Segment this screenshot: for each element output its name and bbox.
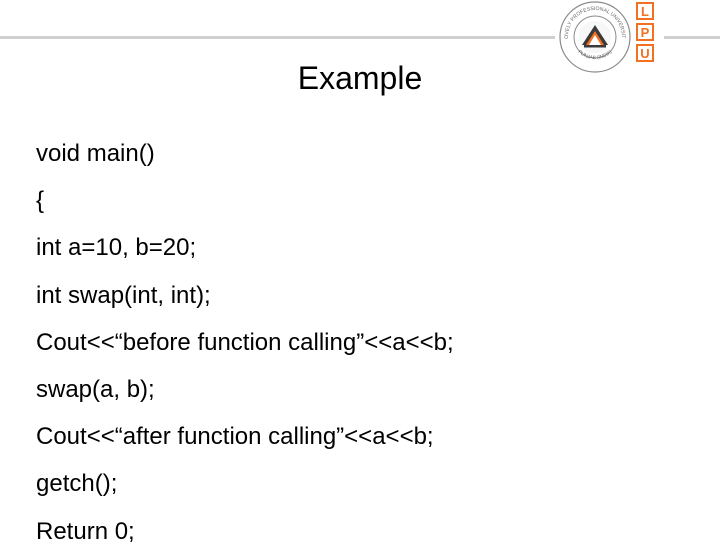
- seal-emblem: [579, 21, 611, 53]
- lpu-letter-u: U: [636, 44, 654, 62]
- code-line: Cout<<“after function calling”<<a<<b;: [36, 423, 434, 451]
- header-rule-right: [664, 36, 720, 39]
- code-line: getch();: [36, 470, 118, 498]
- code-line: swap(a, b);: [36, 375, 155, 403]
- code-line: Cout<<“before function calling”<<a<<b;: [36, 328, 454, 356]
- slide-title-container: Example: [0, 60, 720, 97]
- code-line: int swap(int, int);: [36, 281, 211, 309]
- code-line: int a=10, b=20;: [36, 234, 197, 262]
- university-seal-icon: LOVELY PROFESSIONAL UNIVERSITY PUNJAB (I…: [558, 0, 631, 73]
- slide-title: Example: [297, 60, 423, 96]
- code-line: {: [36, 187, 45, 215]
- header-rule-left: [0, 36, 555, 39]
- lpu-letter-l: L: [636, 2, 654, 20]
- code-listing: void main() { int a=10, b=20; int swap(i…: [36, 130, 686, 555]
- lpu-letter-p: P: [636, 23, 654, 41]
- code-line: Return 0;: [36, 517, 135, 545]
- code-line: void main(): [36, 140, 155, 167]
- lpu-logo: L P U: [636, 2, 658, 65]
